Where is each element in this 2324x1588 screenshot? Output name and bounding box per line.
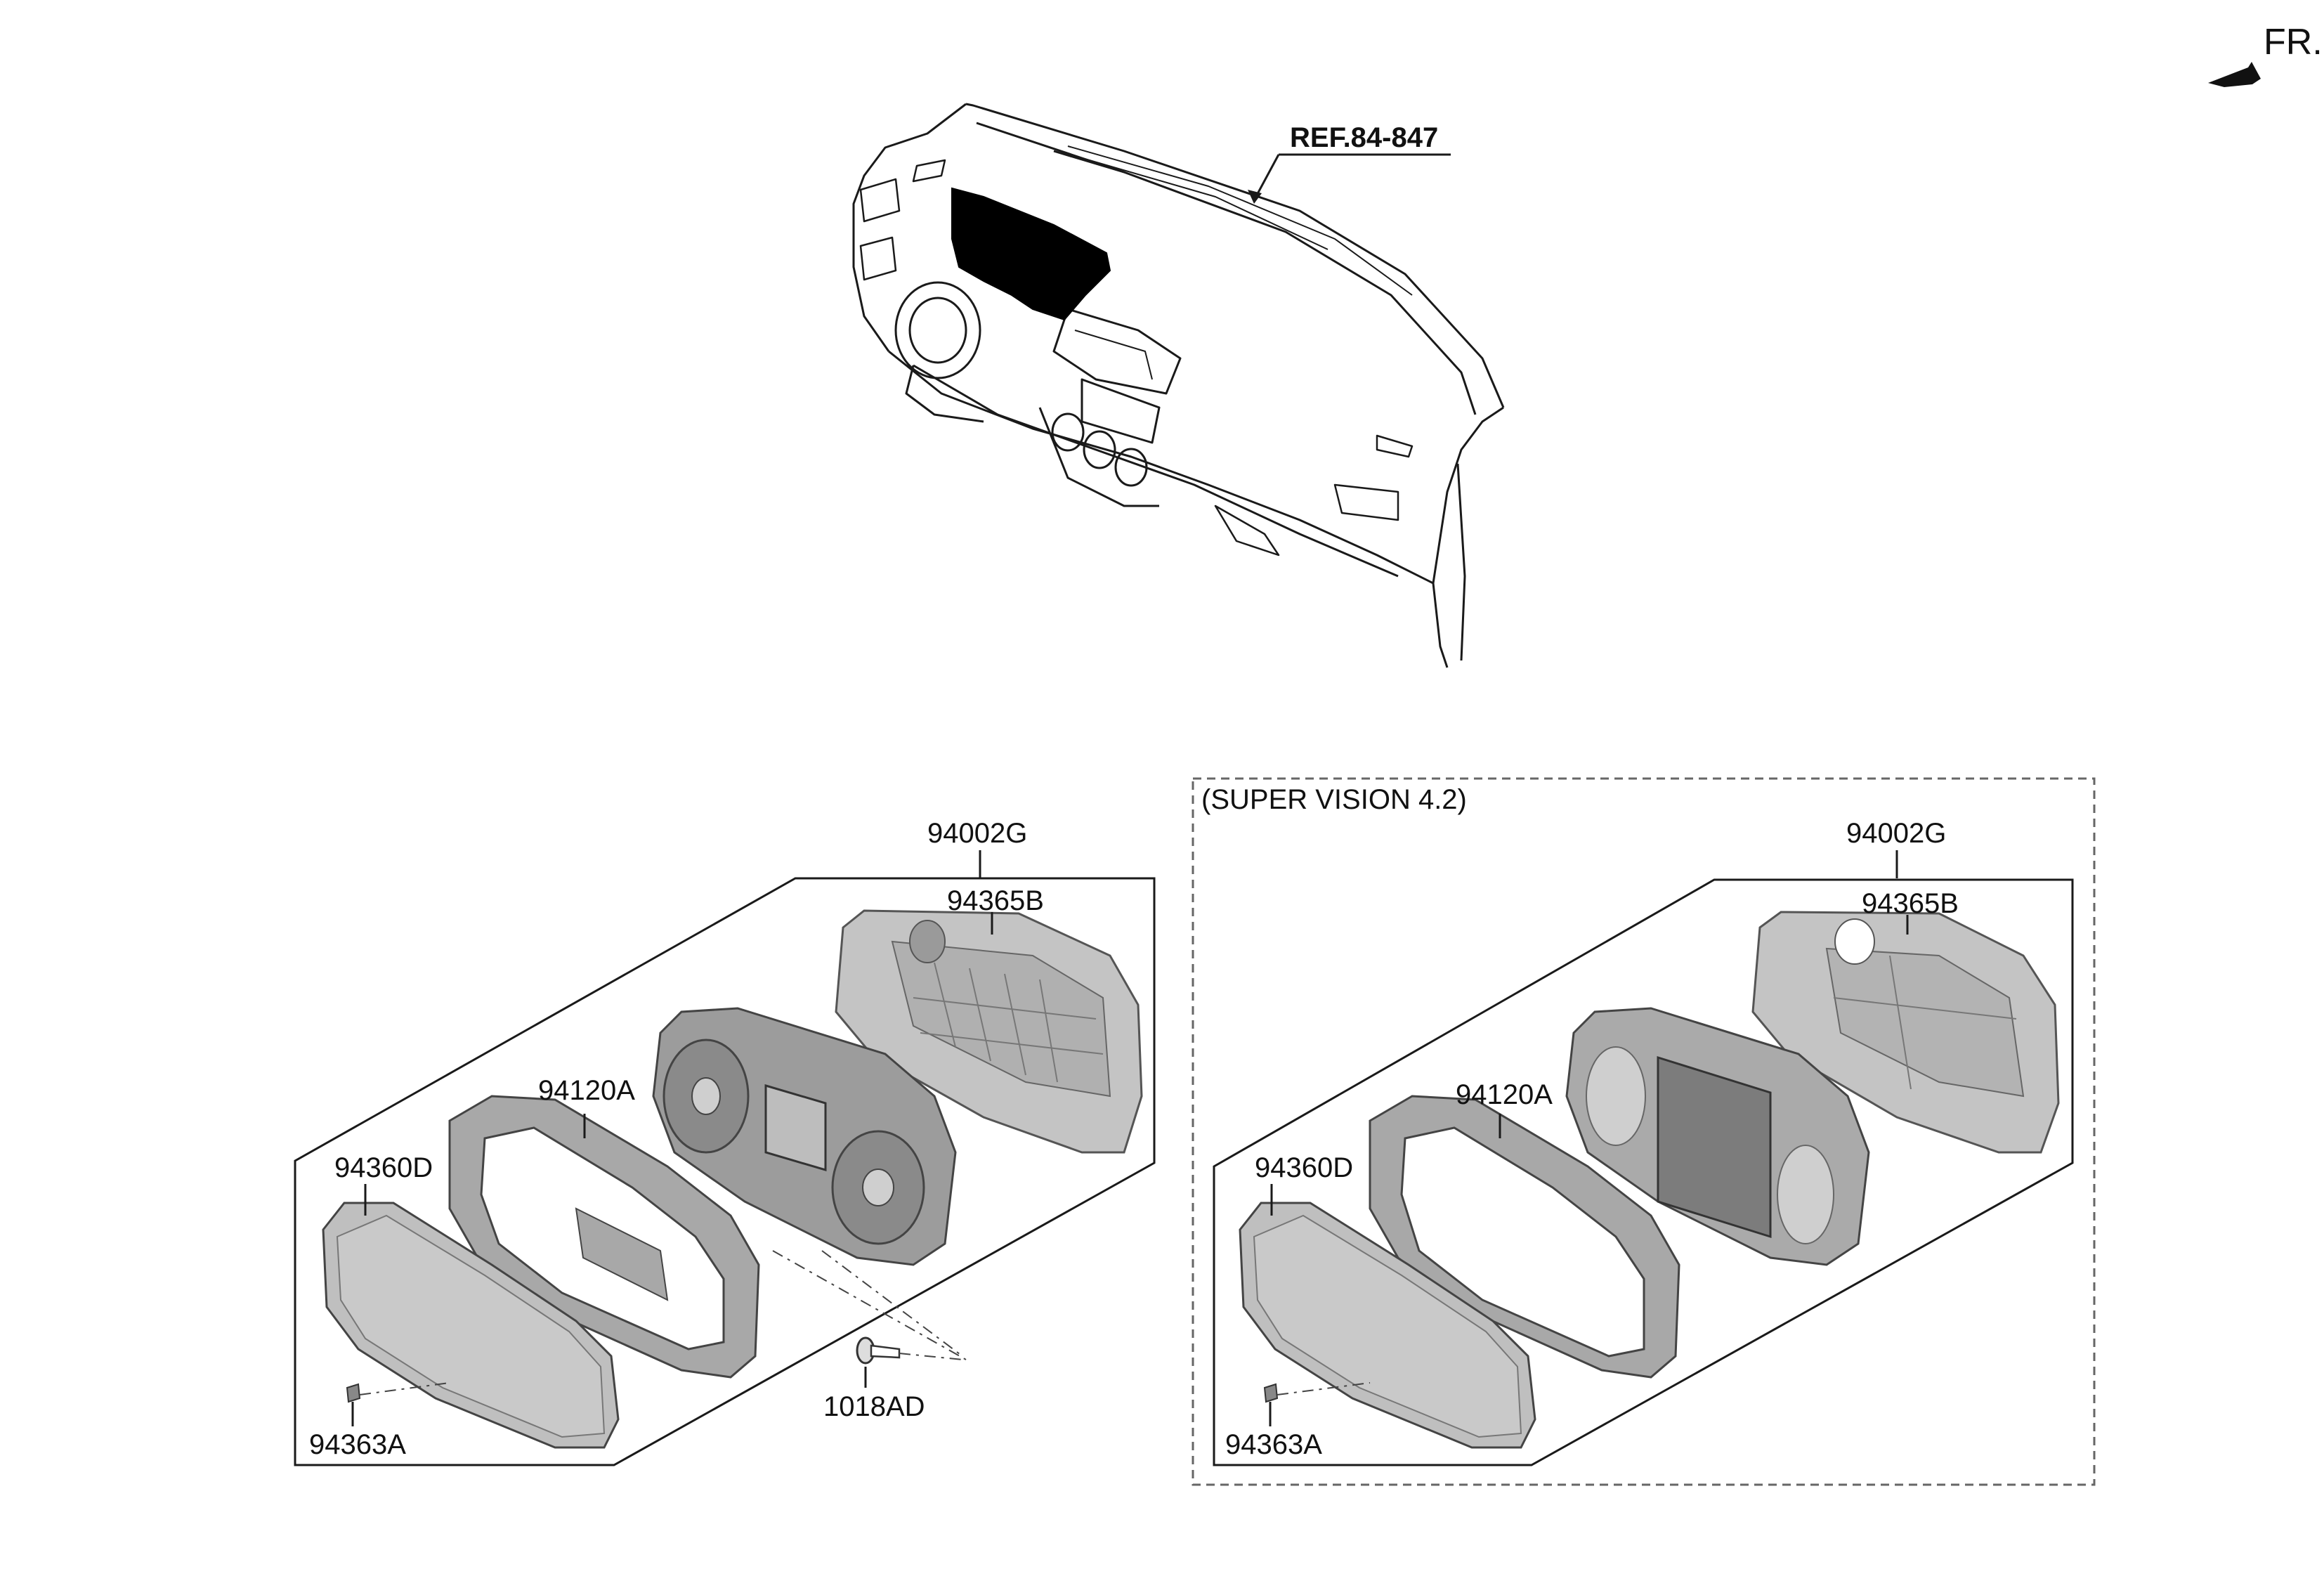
window-part-number-sv: 94360D — [1255, 1152, 1354, 1183]
clip-part — [346, 1383, 361, 1403]
mask-part-number-sv: 94120A — [1456, 1079, 1553, 1110]
case-part-number-sv: 94365B — [1862, 888, 1959, 919]
variant-title: (SUPER VISION 4.2) — [1201, 784, 1467, 815]
panel-supervision — [1192, 777, 2096, 1486]
clip-part-number-sv: 94363A — [1225, 1429, 1322, 1460]
case-part-number: 94365B — [947, 885, 1044, 916]
assembly-part-number: 94002G — [927, 818, 1028, 849]
clip-part-number: 94363A — [309, 1429, 406, 1460]
ref-leader-line — [1253, 153, 1451, 201]
optional-variant-frame — [1192, 777, 2096, 1486]
window-part-number: 94360D — [334, 1152, 433, 1183]
assembly-boundary-standard — [294, 877, 1156, 1466]
clip-part-sv — [1263, 1383, 1279, 1403]
front-direction-label: FR. — [2264, 22, 2323, 63]
ref-leader-arrowhead — [1248, 190, 1262, 204]
assembly-boundary-supervision — [1213, 878, 2074, 1466]
highlighted-cluster-location — [951, 187, 1111, 321]
mask-part-number: 94120A — [538, 1075, 635, 1106]
panel-standard — [294, 850, 1156, 1466]
screw-part-number: 1018AD — [823, 1391, 925, 1422]
assembly-part-number-sv: 94002G — [1846, 818, 1947, 849]
front-direction-arrow-icon — [2208, 62, 2261, 87]
dash-reference-label: REF.84-847 — [1290, 122, 1439, 153]
dashboard-illustration — [852, 103, 1505, 668]
screw-part — [856, 1336, 901, 1365]
